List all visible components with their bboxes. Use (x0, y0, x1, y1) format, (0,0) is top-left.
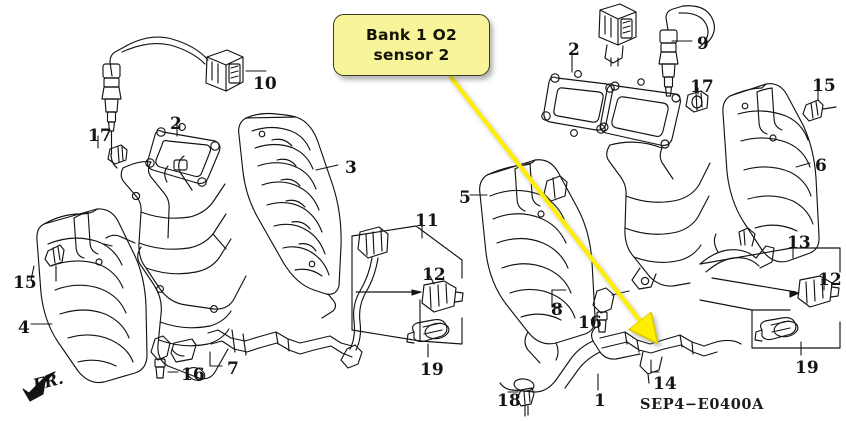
front-direction-arrow (22, 371, 56, 402)
part-label-16-right: 16 (578, 313, 602, 333)
right-exhaust-gasket (541, 70, 615, 137)
part-label-11: 11 (415, 211, 439, 231)
right-harness-13-12-19 (699, 227, 841, 349)
left-sensor-bracket-7-16 (150, 329, 353, 379)
part-label-19-right: 19 (795, 358, 819, 378)
part-label-3: 3 (345, 158, 357, 178)
part-label-17-left: 17 (88, 126, 112, 146)
callout-line-1: Bank 1 O2 (366, 26, 457, 44)
left-o2-sensor-assembly (101, 36, 244, 169)
leader-lines (30, 40, 825, 393)
part-label-5: 5 (459, 188, 471, 208)
part-label-18: 18 (497, 391, 521, 411)
lower-converter-4 (36, 208, 148, 384)
harness-group-11-12-19 (340, 225, 464, 369)
part-label-13: 13 (787, 233, 811, 253)
part-label-15-right: 15 (812, 76, 836, 96)
callout-line-2: sensor 2 (373, 46, 450, 64)
part-label-2-left: 2 (170, 114, 182, 134)
left-exhaust-gasket (145, 123, 221, 187)
part-label-4: 4 (18, 318, 30, 338)
right-heat-shield-6 (722, 83, 837, 263)
part-label-9: 9 (697, 34, 709, 54)
right-o2-sensor-9 (598, 3, 716, 97)
callout-pointer-arrow (448, 74, 648, 331)
part-label-12-left: 12 (422, 265, 446, 285)
callout-bank1-o2-sensor2[interactable]: Bank 1 O2 sensor 2 (333, 14, 490, 76)
right-manifold-flange (599, 78, 711, 290)
right-grommet-17 (685, 90, 709, 113)
part-label-16-left: 16 (181, 365, 205, 385)
part-label-8: 8 (551, 300, 563, 320)
part-label-19-left: 19 (420, 360, 444, 380)
left-grommet-17 (107, 144, 128, 165)
part-label-1: 1 (594, 391, 606, 411)
right-converter-5 (479, 159, 596, 364)
part-label-12-right: 12 (818, 270, 842, 290)
part-label-17-right: 17 (690, 77, 714, 97)
downstream-sensor-14 (499, 326, 742, 417)
part-label-14: 14 (653, 374, 677, 394)
part-label-2-right: 2 (568, 40, 580, 60)
center-lower-converter (137, 246, 232, 381)
heat-shield-3 (238, 112, 342, 319)
part-label-15-left: 15 (13, 273, 37, 293)
part-label-10: 10 (253, 74, 277, 94)
part-label-7: 7 (227, 359, 239, 379)
part-label-6: 6 (815, 156, 827, 176)
left-exhaust-manifold (120, 155, 247, 313)
diagram-code-label: SEP4−E0400A (640, 396, 764, 413)
